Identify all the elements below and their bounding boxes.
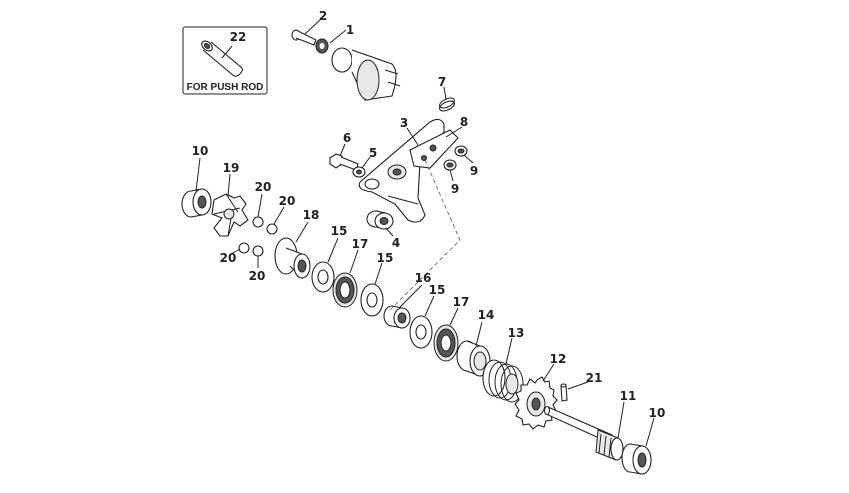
label-7: 7 bbox=[438, 75, 446, 89]
label-19: 19 bbox=[223, 161, 240, 175]
label-20-b: 20 bbox=[279, 194, 296, 208]
part-1-washer bbox=[315, 38, 329, 54]
label-2: 2 bbox=[319, 9, 327, 23]
assembly-axis-line bbox=[389, 159, 461, 311]
part-17-needle-bearing-b bbox=[433, 324, 459, 362]
part-20-ball-b bbox=[266, 223, 278, 235]
part-21-pin bbox=[560, 383, 568, 402]
part-22-push-rod-sleeve bbox=[201, 40, 243, 77]
label-4: 4 bbox=[392, 236, 400, 250]
part-17-needle-bearing-a bbox=[332, 272, 358, 308]
part-9-screw-upper bbox=[454, 145, 468, 157]
label-20-c: 20 bbox=[220, 251, 237, 265]
label-17-b: 17 bbox=[453, 295, 470, 309]
part-20-ball-c bbox=[238, 242, 250, 254]
part-16-bush bbox=[383, 305, 411, 329]
part-4-bushing bbox=[366, 210, 394, 230]
label-11: 11 bbox=[620, 389, 637, 403]
part-20-ball-d bbox=[252, 245, 264, 257]
part-11-kick-shaft bbox=[543, 405, 624, 461]
label-9-upper: 9 bbox=[470, 164, 478, 178]
label-15-a: 15 bbox=[331, 224, 348, 238]
part-15-thrust-washer-c bbox=[409, 315, 433, 349]
label-6: 6 bbox=[343, 131, 351, 145]
label-15-b: 15 bbox=[377, 251, 394, 265]
label-16: 16 bbox=[415, 271, 432, 285]
leader-lines bbox=[195, 18, 655, 447]
part-5-washer bbox=[352, 166, 366, 178]
label-10-right: 10 bbox=[649, 406, 666, 420]
label-17-a: 17 bbox=[352, 237, 369, 251]
part-3-lever bbox=[358, 118, 445, 223]
part-19-ratchet bbox=[211, 193, 249, 237]
part-6-bolt bbox=[329, 153, 359, 171]
part-10-bearing-right bbox=[621, 443, 652, 475]
label-21: 21 bbox=[586, 371, 603, 385]
inset-push-rod: 22 FOR PUSH ROD bbox=[182, 26, 268, 95]
part-18-collar bbox=[274, 237, 311, 280]
inset-caption: FOR PUSH ROD bbox=[187, 82, 264, 93]
label-8: 8 bbox=[460, 115, 468, 129]
label-13: 13 bbox=[508, 326, 525, 340]
part-2-bolt bbox=[291, 29, 317, 46]
label-22: 22 bbox=[230, 30, 247, 44]
label-20-d: 20 bbox=[249, 269, 266, 283]
shaft-end-housing bbox=[331, 47, 401, 101]
part-10-bearing-left bbox=[181, 188, 212, 218]
part-8-cam-plate bbox=[409, 129, 459, 169]
label-10-left: 10 bbox=[192, 144, 209, 158]
inset-frame bbox=[182, 26, 268, 95]
label-20-a: 20 bbox=[255, 180, 272, 194]
label-12: 12 bbox=[550, 352, 567, 366]
part-15-thrust-washer-a bbox=[311, 261, 335, 293]
part-9-screw-lower bbox=[443, 159, 457, 171]
label-3: 3 bbox=[400, 116, 408, 130]
part-20-ball-a bbox=[252, 216, 264, 228]
label-9-lower: 9 bbox=[451, 182, 459, 196]
part-7-spring-ring bbox=[439, 97, 455, 112]
label-15-c: 15 bbox=[429, 283, 446, 297]
part-15-thrust-washer-b bbox=[360, 283, 384, 317]
leader-22 bbox=[221, 45, 233, 59]
label-18: 18 bbox=[303, 208, 320, 222]
label-14: 14 bbox=[478, 308, 495, 322]
label-1: 1 bbox=[346, 23, 354, 37]
label-5: 5 bbox=[369, 146, 377, 160]
part-labels: 2 1 7 3 8 9 9 6 5 4 10 19 20 20 20 20 18… bbox=[192, 9, 666, 420]
part-12-kick-gear bbox=[514, 376, 558, 430]
part-13-kick-spring bbox=[482, 359, 524, 403]
